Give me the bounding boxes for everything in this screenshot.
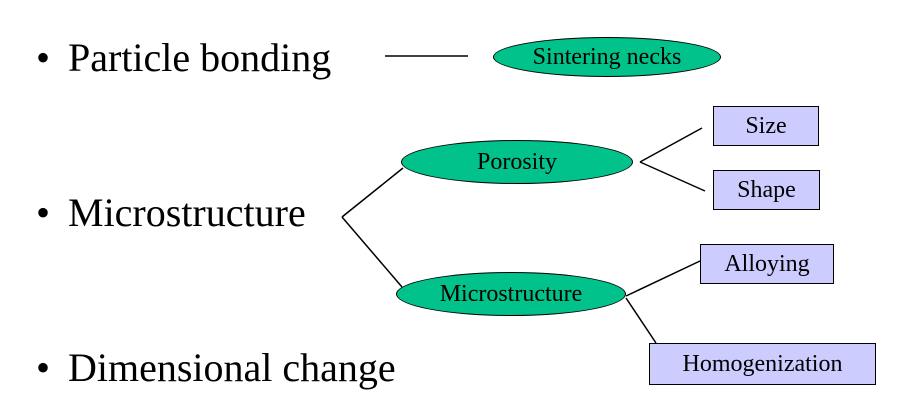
microstructure-ellipse: Microstructure: [396, 272, 626, 316]
alloying-box: Alloying: [700, 244, 834, 284]
bullet-microstructure: • Microstructure: [36, 190, 306, 236]
homogenization-box: Homogenization: [649, 343, 876, 385]
shape-label: Shape: [737, 176, 796, 203]
connector-microstructure-node-to-alloying: [625, 260, 701, 297]
size-label: Size: [745, 112, 787, 139]
bullet-text: Particle bonding: [68, 35, 332, 80]
size-box: Size: [713, 106, 819, 146]
connector-microstructure-node-to-homogenization: [625, 297, 657, 344]
porosity-ellipse: Porosity: [401, 140, 633, 184]
bullet-dimensional-change: • Dimensional change: [36, 345, 396, 391]
alloying-label: Alloying: [724, 250, 810, 277]
bullet-marker: •: [36, 345, 51, 390]
connector-microstructure-to-porosity: [341, 167, 404, 218]
connector-porosity-to-size: [639, 127, 703, 163]
bullet-marker: •: [36, 190, 51, 235]
shape-box: Shape: [713, 170, 820, 210]
sintering-necks-label: Sintering necks: [532, 43, 682, 70]
porosity-label: Porosity: [476, 148, 557, 175]
homogenization-label: Homogenization: [682, 350, 843, 377]
bullet-marker: •: [36, 35, 51, 80]
connector-microstructure-to-microstructure-node: [341, 216, 403, 288]
microstructure-label: Microstructure: [439, 280, 583, 307]
bullet-particle-bonding: • Particle bonding: [36, 35, 331, 81]
bullet-text: Dimensional change: [68, 345, 396, 390]
connector-porosity-to-shape: [639, 161, 706, 192]
bullet-text: Microstructure: [68, 190, 306, 235]
sintering-necks-ellipse: Sintering necks: [493, 37, 721, 77]
